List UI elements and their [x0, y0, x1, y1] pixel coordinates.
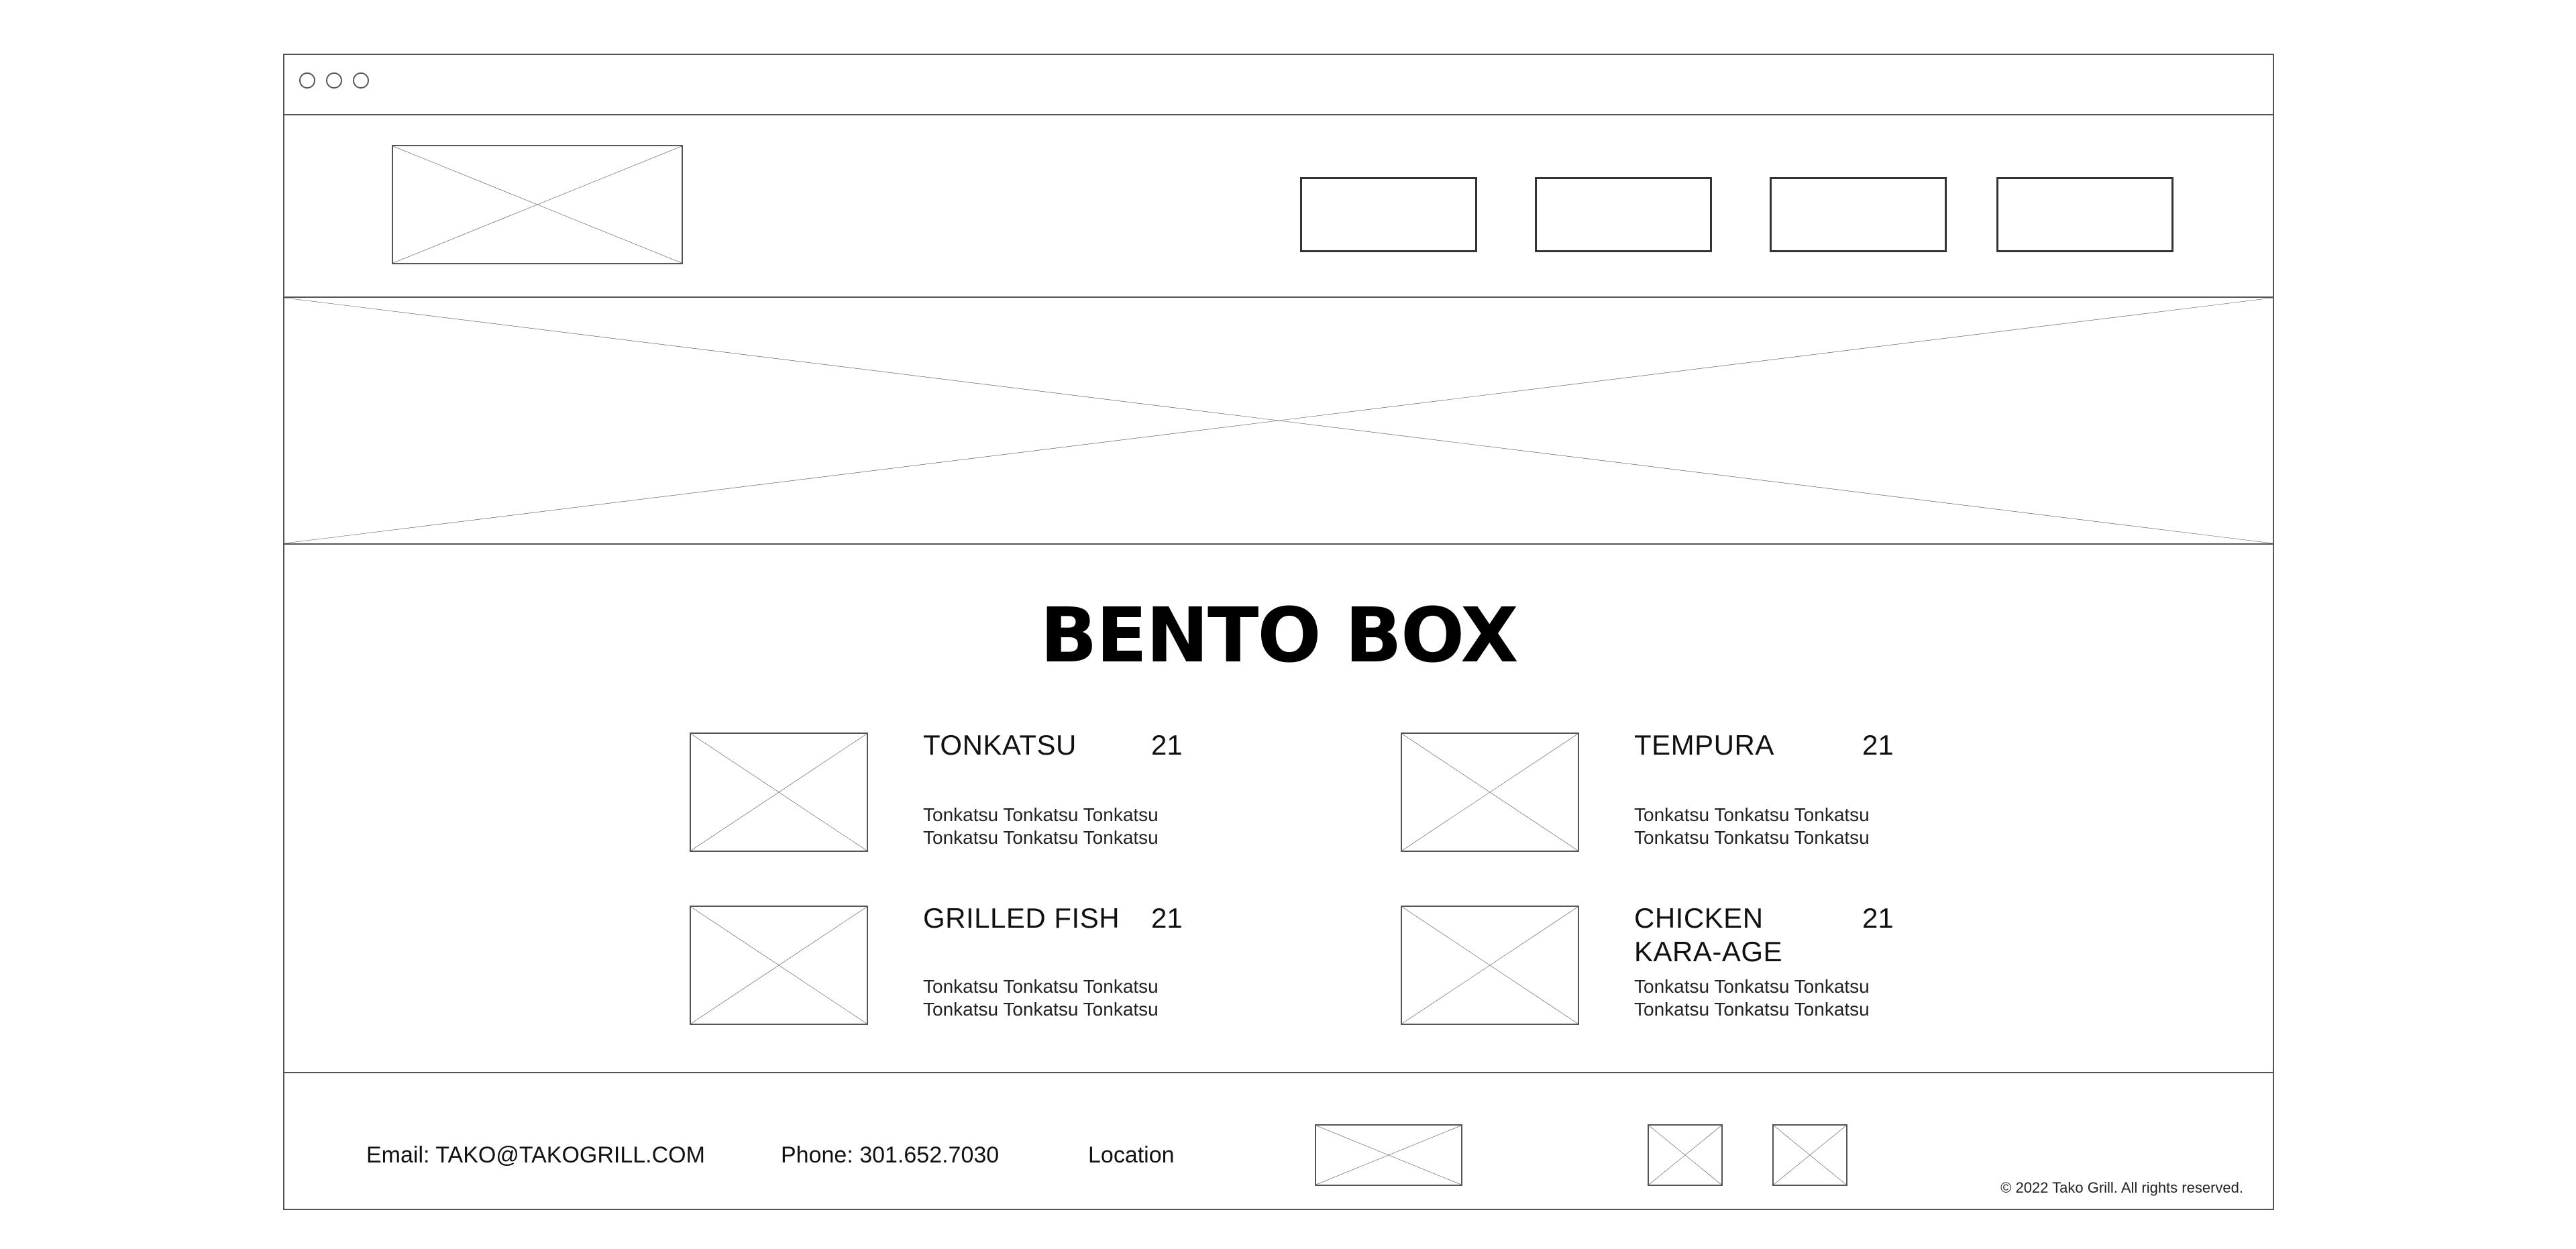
image-placeholder-icon: [1774, 1126, 1846, 1185]
site-footer: Email: TAKO@TAKOGRILL.COM Phone: 301.652…: [284, 1072, 2273, 1209]
menu-item-name: TEMPURA: [1634, 729, 1774, 761]
footer-email-link[interactable]: Email: TAKO@TAKOGRILL.COM: [366, 1142, 705, 1168]
social-icon-placeholder-2[interactable]: [1772, 1124, 1847, 1186]
window-minimize-control[interactable]: [326, 72, 342, 89]
nav-button-4[interactable]: [1996, 177, 2174, 252]
copyright-text: © 2022 Tako Grill. All rights reserved.: [2000, 1179, 2243, 1196]
window-maximize-control[interactable]: [353, 72, 369, 89]
menu-item-description: Tonkatsu Tonkatsu Tonkatsu Tonkatsu Tonk…: [923, 804, 1159, 848]
image-placeholder-icon: [1649, 1126, 1721, 1185]
image-placeholder-icon: [393, 146, 682, 263]
menu-item-description: Tonkatsu Tonkatsu Tonkatsu Tonkatsu Tonk…: [923, 976, 1159, 1020]
nav-button-3[interactable]: [1770, 177, 1947, 252]
window-titlebar: [284, 55, 2273, 115]
nav-button-2[interactable]: [1535, 177, 1712, 252]
image-placeholder-icon: [284, 298, 2273, 543]
social-icon-placeholder-1[interactable]: [1648, 1124, 1723, 1186]
image-placeholder-icon: [1402, 734, 1578, 851]
menu-item-name: CHICKEN KARA-AGE: [1634, 902, 1783, 967]
window-close-control[interactable]: [299, 72, 315, 89]
footer-phone-link[interactable]: Phone: 301.652.7030: [781, 1142, 1000, 1168]
menu-title: BENTO BOX: [1040, 592, 1518, 680]
menu-item-image: [1401, 732, 1579, 852]
menu-item-description: Tonkatsu Tonkatsu Tonkatsu Tonkatsu Tonk…: [1634, 804, 1870, 848]
logo-placeholder[interactable]: [392, 145, 683, 264]
menu-item-price: 21: [1862, 729, 1894, 761]
menu-item-image: [1401, 906, 1579, 1025]
menu-item-description: Tonkatsu Tonkatsu Tonkatsu Tonkatsu Tonk…: [1634, 976, 1870, 1020]
image-placeholder-icon: [691, 734, 867, 851]
menu-item-image: [690, 732, 868, 852]
hero-banner-placeholder: [284, 298, 2273, 545]
menu-item-price: 21: [1862, 902, 1894, 934]
image-placeholder-icon: [691, 907, 867, 1024]
image-placeholder-icon: [1402, 907, 1578, 1024]
site-header: [284, 115, 2273, 298]
menu-item-name: TONKATSU: [923, 729, 1077, 761]
footer-location-link[interactable]: Location: [1088, 1142, 1175, 1168]
menu-item-price: 21: [1151, 729, 1183, 761]
nav-button-1[interactable]: [1300, 177, 1477, 252]
menu-item-price: 21: [1151, 902, 1183, 934]
image-placeholder-icon: [1316, 1126, 1461, 1185]
menu-item-name: GRILLED FISH: [923, 902, 1120, 934]
browser-window: BENTO BOX TONKATSU 21 Tonkatsu Tonkatsu …: [283, 54, 2274, 1210]
footer-logo-placeholder: [1315, 1124, 1462, 1186]
menu-item-image: [690, 906, 868, 1025]
